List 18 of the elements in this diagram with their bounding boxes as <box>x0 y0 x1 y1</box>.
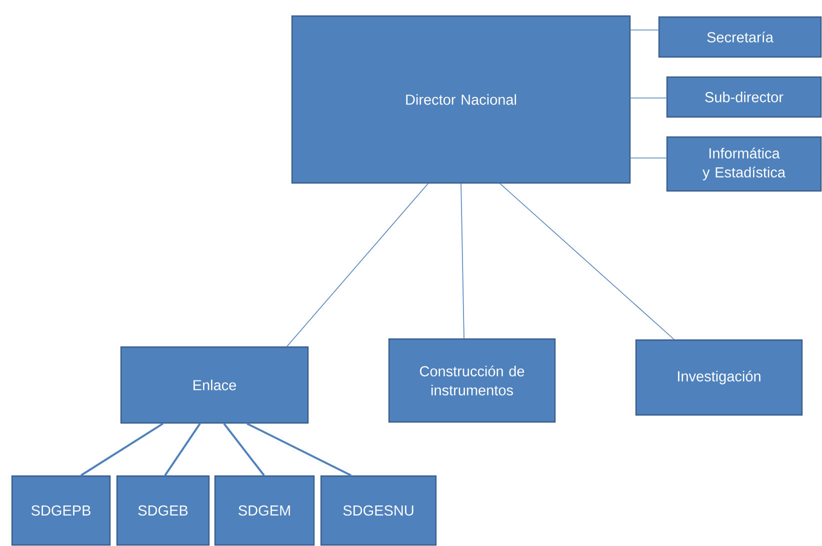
org-box: SDGEB <box>116 475 210 546</box>
org-box: Informática y Estadística <box>666 136 822 192</box>
connector-line <box>246 422 352 476</box>
connector-line <box>460 183 464 339</box>
org-box: Sub-director <box>666 76 822 118</box>
org-box: Director Nacional <box>291 15 631 184</box>
connector-line <box>164 423 201 476</box>
org-box: SDGEPB <box>11 475 111 546</box>
org-box: Secretaría <box>658 16 822 58</box>
connector-line <box>286 183 428 347</box>
connector-line <box>223 422 265 476</box>
org-box: SDGEM <box>214 475 315 546</box>
connector-line <box>500 183 674 340</box>
org-box: Enlace <box>120 346 309 424</box>
connector-line <box>80 422 164 476</box>
org-box: SDGESNU <box>320 475 437 546</box>
org-box: Investigación <box>635 339 803 416</box>
org-box: Construcción de instrumentos <box>388 338 556 423</box>
